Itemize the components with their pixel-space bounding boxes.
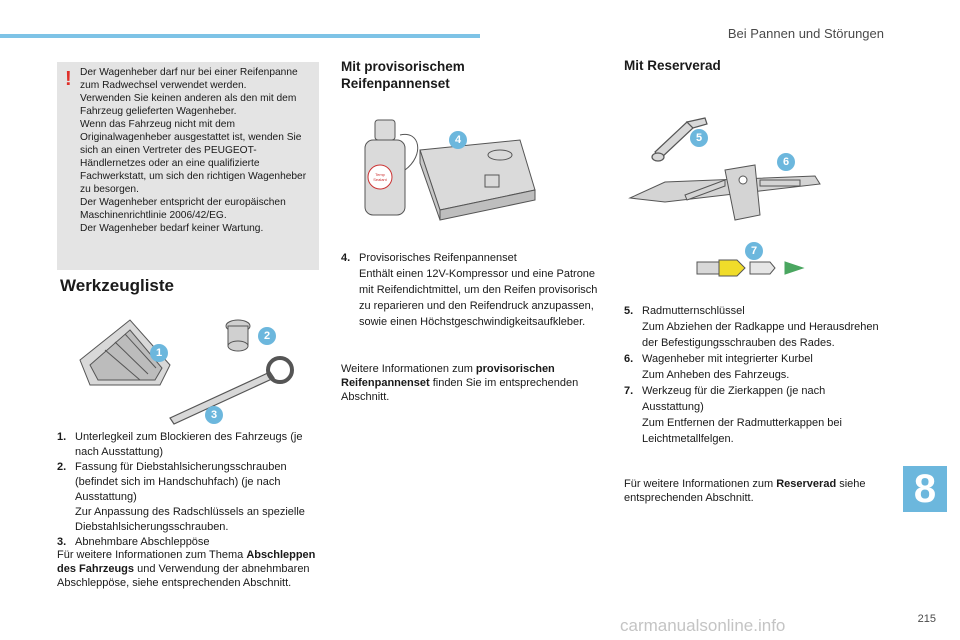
note-text: Für weitere Informationen zum	[624, 478, 777, 490]
callout-badge-5: 5	[690, 129, 708, 147]
tools-illustration	[79, 319, 294, 425]
list-item: 5. Radmutternschlüssel Zum Abziehen der …	[624, 303, 886, 351]
item-text: Enthält einen 12V-Kompressor und eine Pa…	[359, 268, 598, 328]
callout-badge-4: 4	[449, 131, 467, 149]
kit-note: Weitere Informationen zum provisorischen…	[341, 362, 603, 404]
item-number: 3.	[57, 536, 67, 548]
item-number: 6.	[624, 353, 634, 365]
list-item: 6. Wagenheber mit integrierter Kurbel Zu…	[624, 351, 886, 383]
warning-line: Verwenden Sie keinen anderen als den mit…	[80, 93, 297, 117]
warning-line: Wenn das Fahrzeug nicht mit dem Original…	[80, 119, 307, 195]
item-text: Zum Abziehen der Radkappe und Herausdreh…	[642, 321, 879, 349]
item-number: 4.	[341, 252, 351, 264]
hubcap-tool-illustration	[696, 259, 805, 277]
note-text: finden Sie im entsprechenden Abschnitt.	[341, 377, 579, 403]
callout-badge-1: 1	[150, 344, 168, 362]
item-text: Radmutternschlüssel	[642, 305, 745, 317]
kit-list: 4. Provisorisches Reifenpannenset Enthäl…	[341, 250, 603, 330]
callout-badge-7: 7	[745, 242, 763, 260]
callout-badge-3: 3	[205, 406, 223, 424]
note-link-text: provisorischen Reifenpannenset	[341, 363, 555, 389]
warning-text: Der Wagenheber darf nur bei einer Reifen…	[80, 66, 316, 235]
spare-list: 5. Radmutternschlüssel Zum Abziehen der …	[624, 303, 886, 447]
spare-note: Für weitere Informationen zum Reserverad…	[624, 477, 894, 505]
watermark: carmanualsonline.info	[620, 616, 786, 635]
list-item: 2. Fassung für Diebstahlsicherungsschrau…	[57, 460, 322, 535]
spare-wheel-tools-illustration	[628, 117, 821, 277]
item-text: Zum Entfernen der Radmutterkappen bei Le…	[642, 417, 842, 445]
item-number: 5.	[624, 305, 634, 317]
note-link-text: Abschleppen des Fahrzeugs	[57, 549, 316, 575]
repair-kit-illustration	[364, 119, 536, 221]
note-link-text: Reserverad	[776, 478, 837, 490]
item-number: 1.	[57, 431, 67, 443]
wrench-illustration	[651, 117, 708, 162]
warning-box: ! Der Wagenheber darf nur bei einer Reif…	[57, 62, 319, 270]
item-text: Zum Anheben des Fahrzeugs.	[642, 369, 790, 381]
warning-icon: !	[65, 68, 72, 90]
list-item: 3. Abnehmbare Abschleppöse	[57, 535, 322, 550]
section-title: Bei Pannen und Störungen	[727, 26, 884, 41]
page-number: 215	[917, 613, 936, 625]
warning-line: Der Wagenheber bedarf keiner Wartung.	[80, 223, 264, 234]
list-item: 4. Provisorisches Reifenpannenset Enthäl…	[341, 250, 603, 330]
note-text: und Verwendung der abnehmbaren Abschlepp…	[57, 563, 310, 589]
towing-eye-illustration	[169, 356, 294, 425]
item-text: Fassung für Diebstahlsicherungsschrauben…	[75, 461, 287, 503]
tools-heading: Werkzeugliste	[60, 276, 175, 295]
note-text: Für weitere Informationen zum Thema	[57, 549, 247, 561]
spare-heading: Mit Reserverad	[624, 58, 721, 73]
item-text: Abnehmbare Abschleppöse	[75, 536, 210, 548]
kit-heading: Mit provisorischem Reifenpannenset	[341, 59, 465, 91]
warning-line: Der Wagenheber entspricht der europäisch…	[80, 197, 286, 221]
item-text: Unterlegkeil zum Blockieren des Fahrzeug…	[75, 431, 303, 458]
item-text: Wagenheber mit integrierter Kurbel	[642, 353, 813, 365]
item-number: 7.	[624, 385, 634, 397]
item-text: Provisorisches Reifenpannenset	[359, 252, 517, 264]
chapter-tab: 8	[903, 466, 947, 512]
callout-badge-2: 2	[258, 327, 276, 345]
callout-badge-6: 6	[777, 153, 795, 171]
list-item: 1. Unterlegkeil zum Blockieren des Fahrz…	[57, 430, 322, 460]
list-item: 7. Werkzeug für die Zierkappen (je nach …	[624, 383, 886, 447]
wheel-chock-illustration	[79, 319, 171, 386]
note-text: Weitere Informationen zum	[341, 363, 476, 375]
tools-list: 1. Unterlegkeil zum Blockieren des Fahrz…	[57, 430, 322, 550]
item-text: Zur Anpassung des Radschlüssels an spezi…	[75, 506, 305, 533]
warning-line: Der Wagenheber darf nur bei einer Reifen…	[80, 67, 298, 91]
sealant-bottle-label: Temp Sealant	[373, 172, 387, 182]
jack-illustration	[628, 164, 821, 221]
socket-illustration	[225, 319, 251, 352]
tools-note: Für weitere Informationen zum Thema Absc…	[57, 548, 319, 590]
note-text: siehe entsprechenden Abschnitt.	[624, 478, 866, 504]
header-accent-bar	[0, 34, 480, 38]
item-text: Werkzeug für die Zierkappen (je nach Aus…	[642, 385, 826, 413]
item-number: 2.	[57, 461, 67, 473]
